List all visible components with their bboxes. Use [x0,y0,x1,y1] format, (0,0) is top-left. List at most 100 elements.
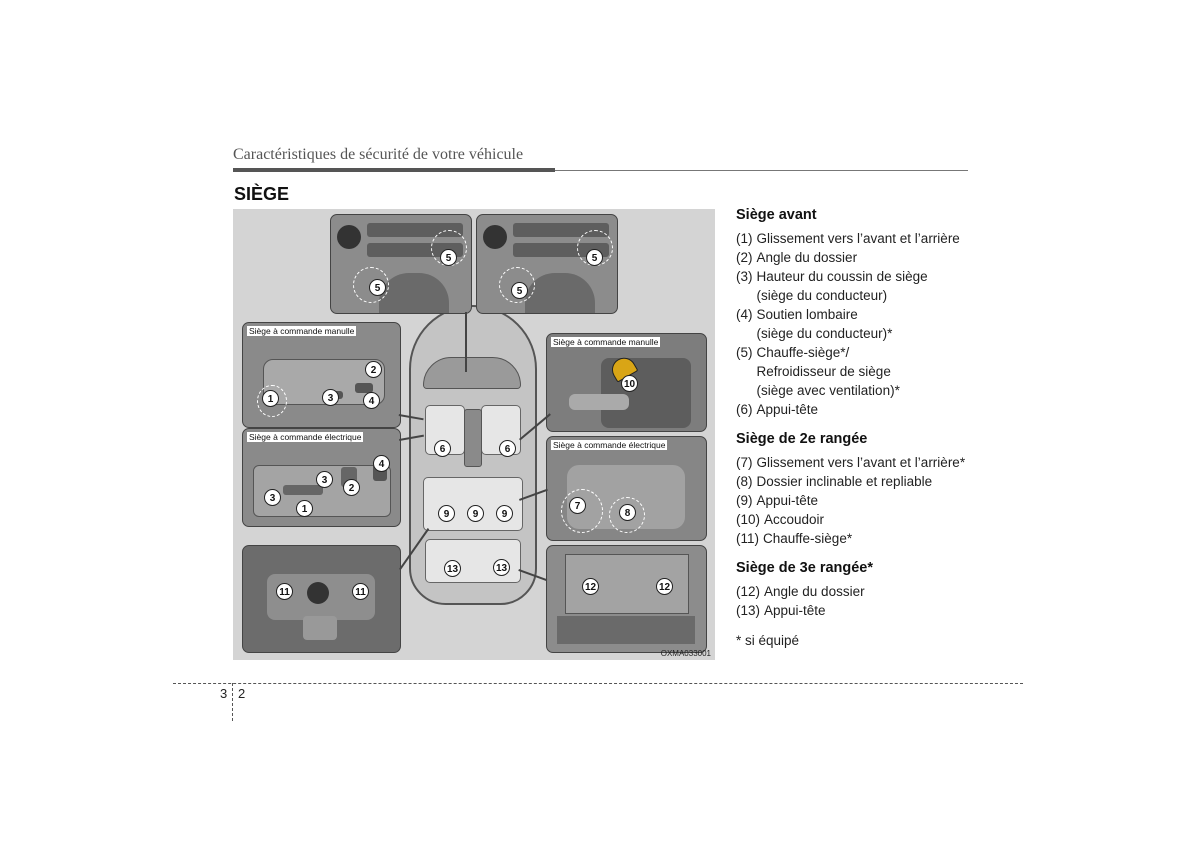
inset-electric-seat-left: Siège à commande électrique [242,428,401,527]
list-item: (6)Appui-tête [736,400,976,419]
footnote: * si équipé [736,633,800,648]
callout-4: 4 [363,392,380,409]
rear-vent [303,616,337,640]
console-dial [337,225,361,249]
callout-12: 12 [656,578,673,595]
callout-6: 6 [434,440,451,457]
list-item: (13)Appui-tête [736,601,976,620]
list-item: (5)Chauffe-siège*/ Refroidisseur de siège… [736,343,976,400]
callout-10: 10 [621,375,638,392]
footer-rule [173,683,1023,684]
list-item: (1)Glissement vers l’avant et l’arrière [736,229,976,248]
item-number: (9) [736,493,753,508]
callout-9: 9 [467,505,484,522]
inset-second-row-heater [242,545,401,653]
item-number: (13) [736,603,761,618]
page-chapter: 3 [220,686,228,701]
cargo-floor [557,616,695,644]
callout-11: 11 [352,583,369,600]
item-subtext: Refroidisseur de siège [756,364,891,379]
item-number: (11) [736,531,760,546]
item-text: Chauffe-siège*/ [756,345,850,360]
list-item: (9)Appui-tête [736,491,976,510]
gear-shift-area [379,273,449,313]
seat-illustration: Siège à commande manulle Siège à command… [233,209,715,660]
item-text: Appui-tête [756,493,819,508]
item-text: Chauffe-siège* [763,531,853,546]
item-number: (4) [736,307,753,322]
gear-shift-area [525,273,595,313]
list-item: (4)Soutien lombaire (siège du conducteur)… [736,305,976,343]
highlight-ring [257,385,287,417]
panel-label: Siège à commande électrique [551,440,668,450]
header-rule [555,170,968,171]
list-item: (8)Dossier inclinable et repliable [736,472,976,491]
center-console [464,409,482,467]
callout-8: 8 [619,504,636,521]
callout-11: 11 [276,583,293,600]
item-number: (7) [736,455,753,470]
item-text: Glissement vers l’avant et l’arrière [756,231,960,246]
legend-text: Siège avant (1)Glissement vers l’avant e… [736,206,976,650]
page-separator [232,683,233,721]
item-text: Soutien lombaire [756,307,858,322]
highlight-ring [561,489,603,533]
group-second-row: Siège de 2e rangée (7)Glissement vers l’… [736,430,976,548]
group-third-row: Siège de 3e rangée* (12)Angle du dossier… [736,559,976,620]
callout-7: 7 [569,497,586,514]
callout-1: 1 [296,500,313,517]
console-dial [483,225,507,249]
item-text: Accoudoir [764,512,825,527]
item-text: Angle du dossier [756,250,858,265]
item-number: (10) [736,512,761,527]
item-number: (6) [736,402,753,417]
cup-holder [307,582,329,604]
list-item: (10)Accoudoir [736,510,976,529]
item-text: Appui-tête [764,603,826,618]
header-title: Caractéristiques de sécurité de votre vé… [233,146,524,163]
figure-code: OXMA033001 [660,649,711,658]
item-text: Angle du dossier [764,584,865,599]
item-text: Glissement vers l’avant et l’arrière* [756,455,966,470]
callout-3: 3 [316,471,333,488]
callout-6: 6 [499,440,516,457]
group-heading: Siège de 3e rangée* [736,560,874,576]
item-number: (1) [736,231,753,246]
callout-4: 4 [373,455,390,472]
section-title: SIÈGE [234,184,290,204]
item-number: (3) [736,269,753,284]
inset-electric-seat-right: Siège à commande électrique [546,436,707,541]
panel-label: Siège à commande manulle [247,326,357,336]
highlight-ring [499,267,535,303]
callout-5: 5 [369,279,386,296]
page-number: 2 [238,686,246,701]
seat-lever [355,383,373,393]
item-text: Dossier inclinable et repliable [756,474,933,489]
inset-third-row [546,545,707,653]
panel-label: Siège à commande manulle [551,337,661,347]
item-subtext: (siège du conducteur)* [756,326,893,341]
callout-3: 3 [264,489,281,506]
item-text-block: Soutien lombaire (siège du conducteur)* [757,305,977,343]
inset-console-right [476,214,618,314]
list-item: (7)Glissement vers l’avant et l’arrière* [736,453,976,472]
leader-line [465,312,467,372]
callout-5: 5 [511,282,528,299]
second-row-bench [423,477,523,531]
panel-label: Siège à commande électrique [247,432,364,442]
item-subtext: (siège du conducteur) [756,288,888,303]
callout-13: 13 [493,559,510,576]
callout-2: 2 [365,361,382,378]
power-seat-switch [283,485,323,495]
callout-5: 5 [440,249,457,266]
item-text: Appui-tête [756,402,819,417]
callout-3: 3 [322,389,339,406]
highlight-ring [609,497,645,533]
item-number: (8) [736,474,753,489]
callout-13: 13 [444,560,461,577]
item-number: (2) [736,250,753,265]
item-text: Hauteur du coussin de siège [756,269,928,284]
header-bar [233,168,555,172]
list-item: (12)Angle du dossier [736,582,976,601]
item-number: (5) [736,345,753,360]
